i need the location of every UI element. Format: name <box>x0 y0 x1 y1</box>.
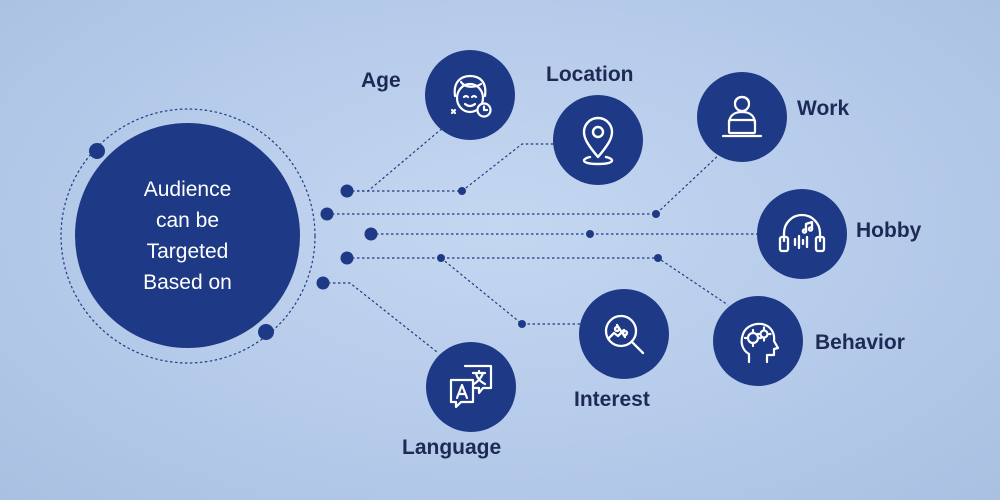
node-work <box>697 72 787 162</box>
start-dot-3 <box>364 227 378 241</box>
node-location <box>553 95 643 185</box>
start-dot-1 <box>340 184 354 198</box>
ring-dot-top <box>89 143 105 159</box>
central-line-3: Targeted <box>146 239 229 263</box>
junction-dot-interest-a <box>437 254 445 262</box>
central-line-1: Audience <box>143 177 232 201</box>
connector-interest <box>440 257 580 325</box>
magnifier-percent-icon <box>604 314 645 355</box>
label-work: Work <box>797 97 850 120</box>
connector-language <box>323 282 438 353</box>
label-hobby: Hobby <box>856 219 922 242</box>
label-behavior: Behavior <box>815 331 905 354</box>
central-line-4: Based on <box>143 270 232 294</box>
node-interest <box>579 289 669 379</box>
junction-dot-hobby <box>586 230 594 238</box>
connector-age <box>347 125 446 192</box>
node-behavior <box>713 296 803 386</box>
junction-dot-work <box>652 210 660 218</box>
label-age: Age <box>361 69 401 92</box>
laptop-worker-icon <box>721 95 763 138</box>
label-language: Language <box>402 436 502 459</box>
central-text: Audience can be Targeted Based on <box>143 174 232 298</box>
head-gears-icon <box>740 322 780 364</box>
label-interest: Interest <box>574 388 650 411</box>
central-ring <box>60 108 316 364</box>
face-clock-icon <box>450 74 492 118</box>
headphones-music-icon <box>778 213 826 253</box>
connector-location <box>347 143 555 192</box>
start-dot-4 <box>340 251 354 265</box>
start-dot-5 <box>316 276 330 290</box>
node-hobby <box>757 189 847 279</box>
connector-behavior <box>347 257 729 306</box>
central-circle: Audience can be Targeted Based on <box>75 123 300 348</box>
junction-dot-interest-b <box>518 320 526 328</box>
central-line-2: can be <box>155 208 220 232</box>
connector-work <box>327 151 723 215</box>
translate-bubbles-icon <box>449 364 493 409</box>
junction-dot-behavior <box>654 254 662 262</box>
location-pin-icon <box>582 116 614 166</box>
ring-dot-bottom <box>258 324 274 340</box>
node-age <box>425 50 515 140</box>
label-location: Location <box>546 63 634 86</box>
junction-dot-location <box>458 187 466 195</box>
start-dot-2 <box>320 207 334 221</box>
node-language <box>426 342 516 432</box>
